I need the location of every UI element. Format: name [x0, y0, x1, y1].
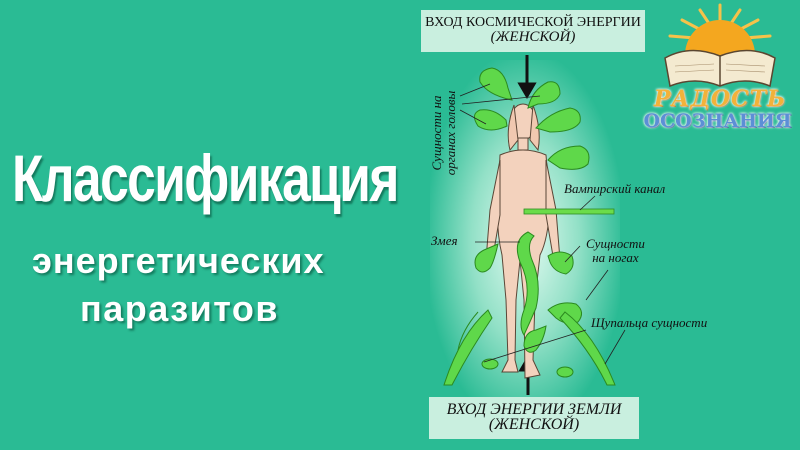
- entity-droplet-icon: [474, 109, 508, 131]
- entity-droplet-icon: [527, 81, 561, 109]
- entity-droplet-icon: [523, 325, 547, 353]
- earth-energy-line2: (ЖЕНСКОЙ): [488, 416, 580, 433]
- logo-radost-osoznaniya: РАДОСТЬ ОСОЗНАНИЯ: [640, 0, 800, 140]
- cosmic-energy-line1: ВХОД КОСМИЧЕСКОЙ ЭНЕРГИИ: [425, 15, 641, 30]
- entity-droplets: [474, 67, 590, 353]
- entity-droplet-icon: [547, 145, 590, 170]
- energy-parasites-diagram: ВХОД КОСМИЧЕСКОЙ ЭНЕРГИИ (ЖЕНСКОЙ) ВХОД …: [400, 0, 707, 450]
- annotation-leader-lines: [459, 83, 626, 365]
- head-entities-line2: органах головы: [443, 90, 458, 176]
- entity-droplet-icon: [547, 251, 574, 275]
- snake-label: Змея: [431, 233, 458, 248]
- snake-entity-icon: [516, 231, 539, 337]
- logo-text-line2: ОСОЗНАНИЯ: [643, 110, 792, 132]
- title-main: Классификация: [12, 141, 399, 215]
- open-book-with-sun-icon: [664, 3, 776, 88]
- earth-energy-entry-label: ВХОД ЭНЕРГИИ ЗЕМЛИ (ЖЕНСКОЙ): [429, 397, 639, 439]
- title-subtitle-line1: энергетических: [32, 240, 325, 281]
- title-subtitle-line2: паразитов: [80, 288, 280, 329]
- leg-entities-line1: Сущности: [586, 236, 645, 251]
- head-entities-label: Сущности на органах головы: [429, 78, 458, 188]
- head-entities-line1: Сущности на: [429, 95, 444, 171]
- leg-entities-label: Сущности на ногах: [586, 237, 645, 265]
- entity-droplet-icon: [474, 243, 499, 273]
- entity-droplet-icon: [535, 107, 581, 133]
- cosmic-energy-line2: (ЖЕНСКОЙ): [490, 29, 576, 45]
- earth-energy-line1: ВХОД ЭНЕРГИИ ЗЕМЛИ: [446, 401, 622, 418]
- vampire-channel-tube: [523, 208, 615, 215]
- logo-text-line1: РАДОСТЬ: [653, 86, 787, 112]
- title-block: Классификация энергетических паразитов: [12, 141, 399, 329]
- body-figure-illustration: [443, 55, 626, 395]
- entity-droplet-icon: [479, 67, 513, 101]
- leg-entities-line2: на ногах: [592, 250, 639, 265]
- tentacles-label: Щупальца сущности: [591, 315, 708, 330]
- arrow-down-icon: [517, 55, 537, 99]
- vampire-channel-label: Вампирский канал: [564, 181, 666, 196]
- cosmic-energy-entry-label: ВХОД КОСМИЧЕСКОЙ ЭНЕРГИИ (ЖЕНСКОЙ): [421, 10, 645, 52]
